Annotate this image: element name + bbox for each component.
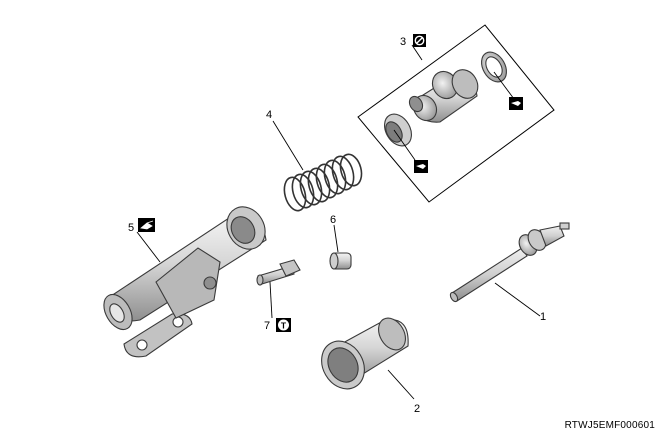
reference-code: RTWJ5EMF000601 <box>564 420 655 431</box>
callout-3: 3 <box>400 36 406 48</box>
bleeder-cap <box>329 252 352 270</box>
slave-cylinder-body <box>103 206 267 358</box>
return-spring <box>283 153 363 212</box>
ring-seal <box>481 51 507 83</box>
seal-kit-group <box>357 24 555 203</box>
oil-can-icon <box>138 218 155 232</box>
dust-boot <box>321 317 409 390</box>
callout-4: 4 <box>266 109 272 121</box>
svg-text:T: T <box>281 320 287 330</box>
callout-7: 7 <box>264 320 270 332</box>
torque-T-icon: T <box>276 318 291 332</box>
grease-tube-icon <box>509 97 523 110</box>
callout-2: 2 <box>414 403 420 415</box>
callout-1: 1 <box>540 311 546 323</box>
leader-lines <box>136 44 541 400</box>
push-rod <box>449 222 570 303</box>
seal-kit-frame <box>357 24 555 203</box>
piston-cup-seal <box>384 113 412 147</box>
callout-5: 5 <box>128 222 134 234</box>
prohibition-icon <box>413 34 426 47</box>
bleeder-screw <box>256 259 301 286</box>
grease-tube-icon <box>414 160 428 173</box>
piston <box>408 69 479 123</box>
callout-6: 6 <box>330 214 336 226</box>
